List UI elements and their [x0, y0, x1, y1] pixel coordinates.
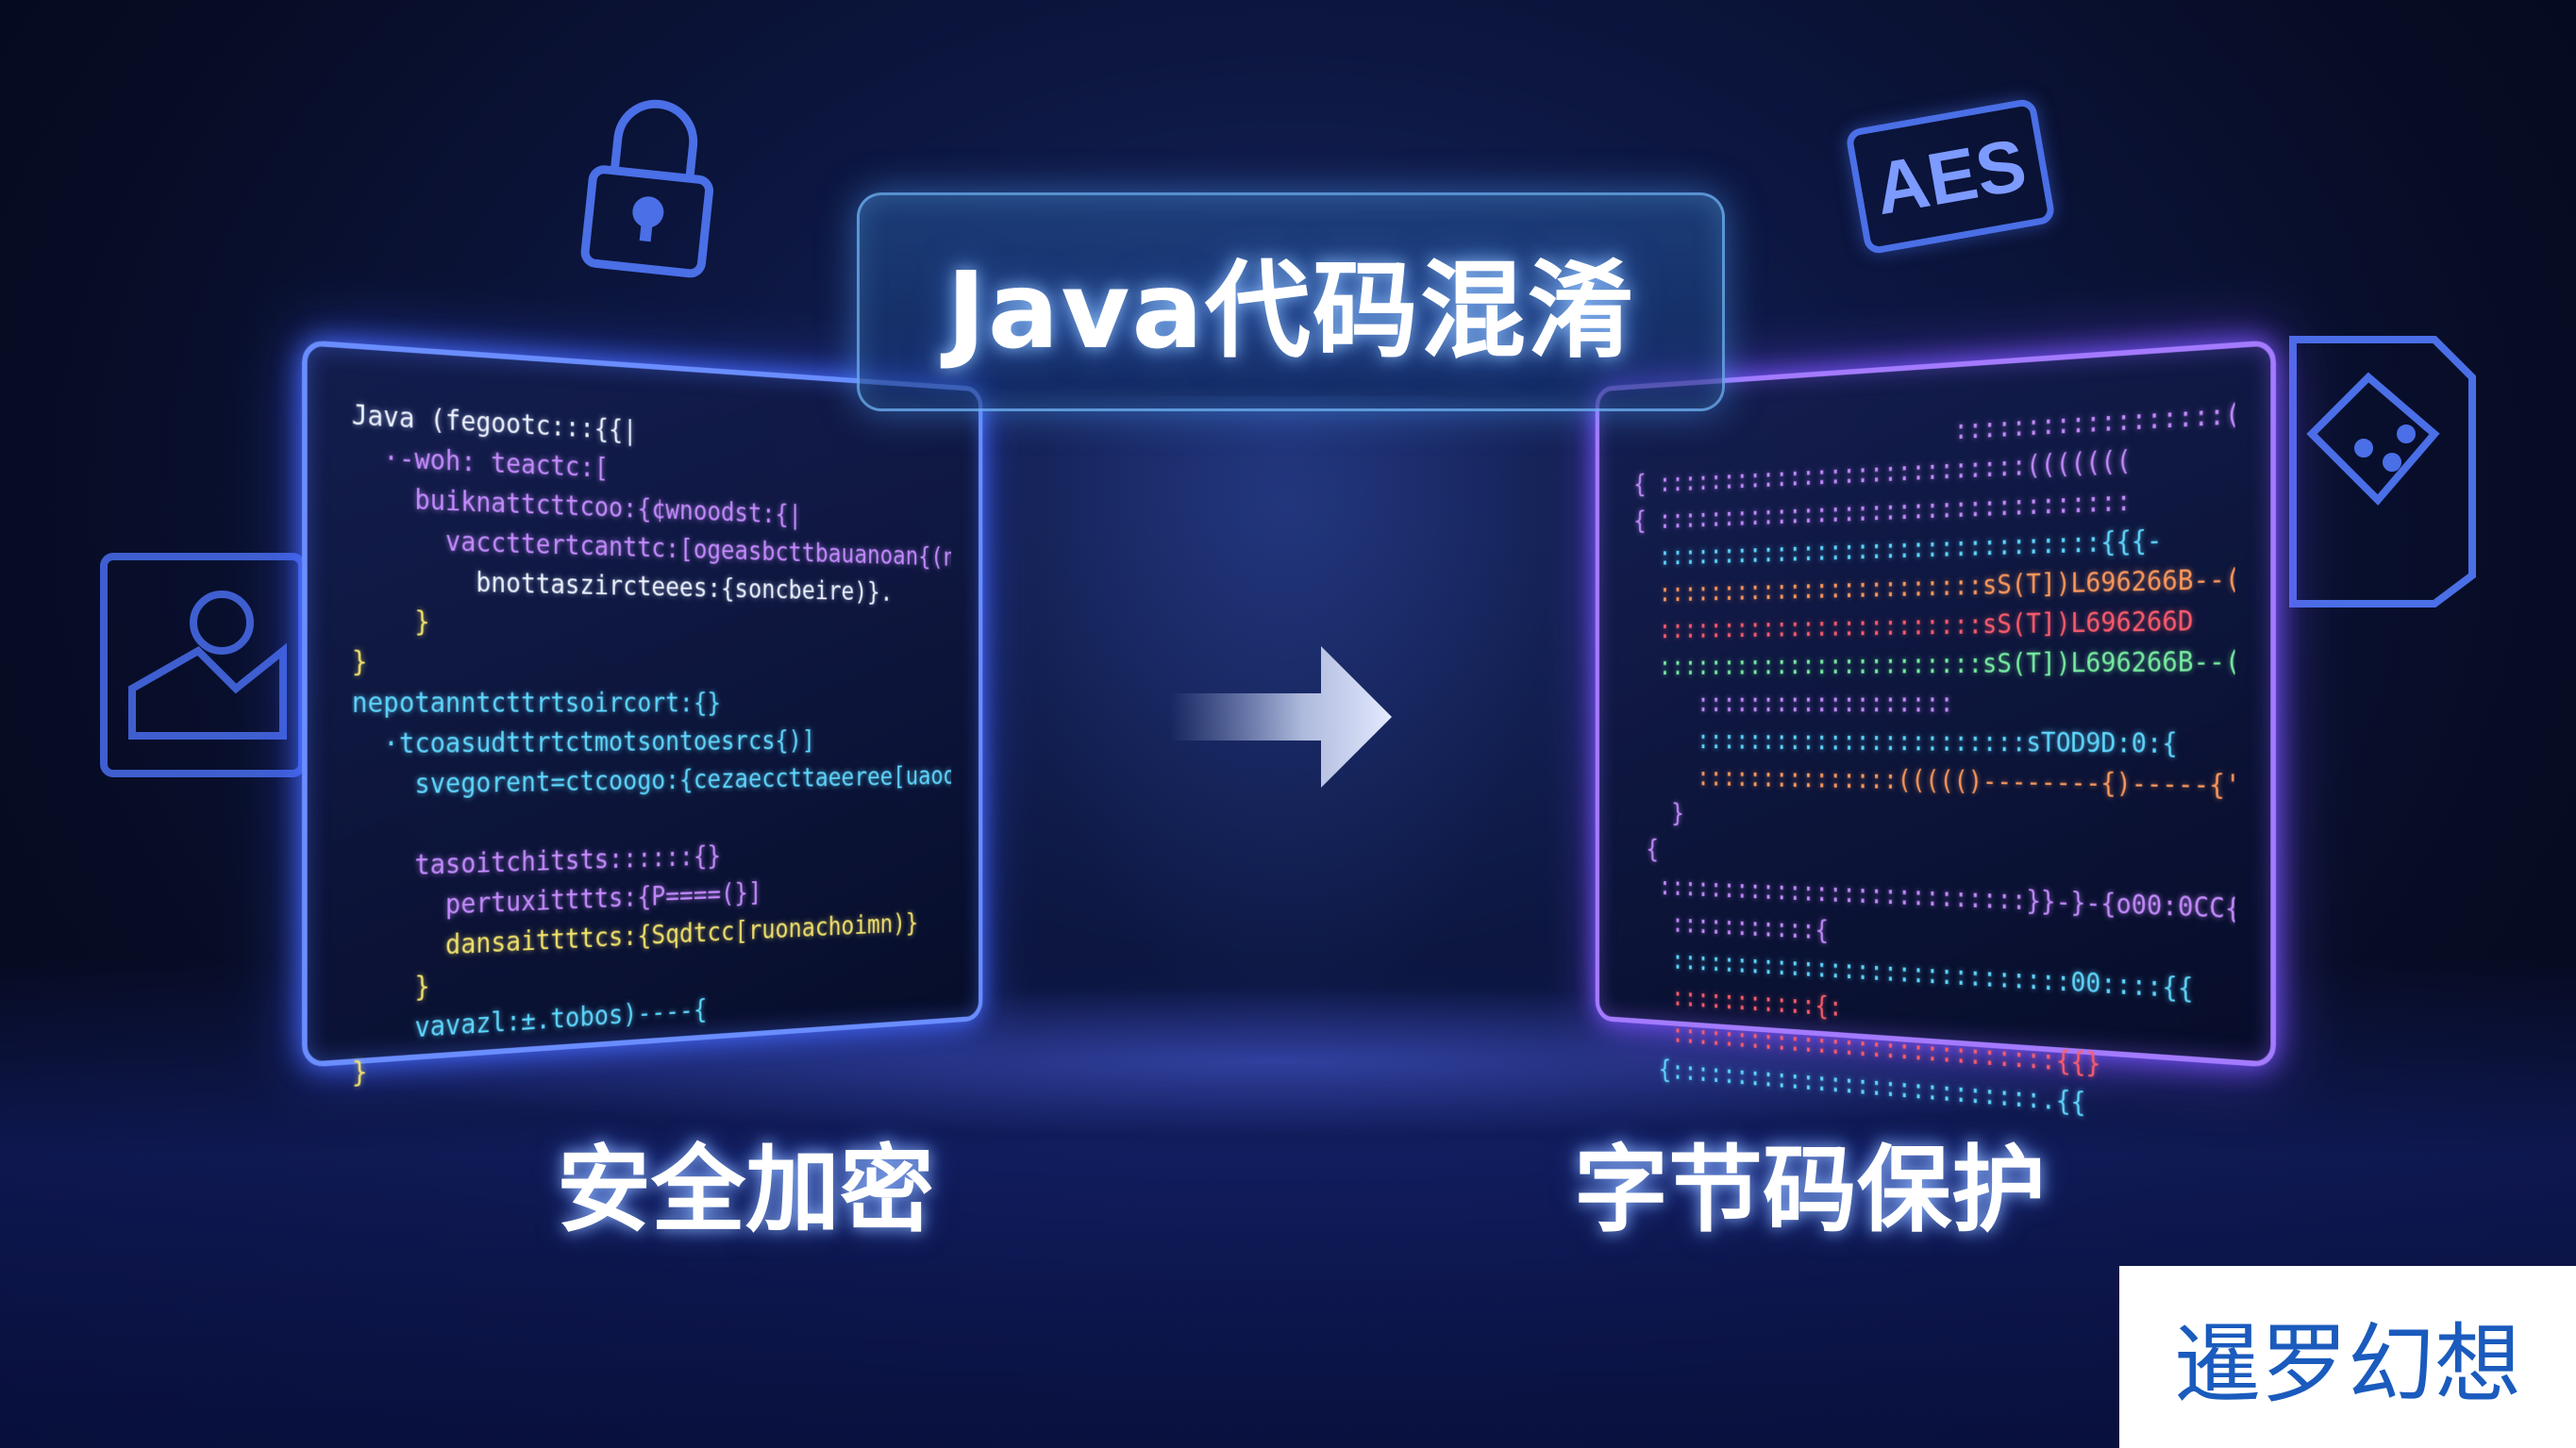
- code-line: nepotanntcttrtsoircort:{}: [351, 687, 722, 720]
- source-code: Java (fegootc:::{{| ·-woh: teactc:[ buik…: [352, 395, 951, 1094]
- aes-badge-icon: AES: [1844, 97, 2057, 256]
- obfuscated-code-panel: ::::::::::::::::::(( ():{{{ ::::::::::::…: [1595, 340, 2276, 1119]
- watermark: 暹罗幻想: [2119, 1266, 2576, 1448]
- page-title: Java代码混淆: [946, 250, 1635, 373]
- arrow-right-icon: [1170, 646, 1392, 788]
- title-box: Java代码混淆: [857, 192, 1725, 411]
- obfuscated-code: ::::::::::::::::::(( ():{{{ ::::::::::::…: [1633, 395, 2234, 1137]
- code-line: ::::::::::::::::::::::::sS(T])L696266B--…: [1658, 643, 2235, 682]
- lock-icon: [580, 99, 714, 278]
- image-icon: [100, 553, 306, 777]
- puzzle-icon: [2289, 336, 2476, 607]
- aes-label: AES: [1868, 122, 2032, 230]
- source-code-panel: Java (fegootc:::{{| ·-woh: teactc:[ buik…: [302, 340, 983, 1090]
- code-line: }: [351, 645, 368, 679]
- watermark-text: 暹罗幻想: [2173, 1314, 2521, 1415]
- code-line: :::::::::::::::::::: [1633, 688, 1954, 719]
- caption-left: 安全加密: [557, 1135, 934, 1245]
- caption-right: 字节码保护: [1574, 1135, 2046, 1245]
